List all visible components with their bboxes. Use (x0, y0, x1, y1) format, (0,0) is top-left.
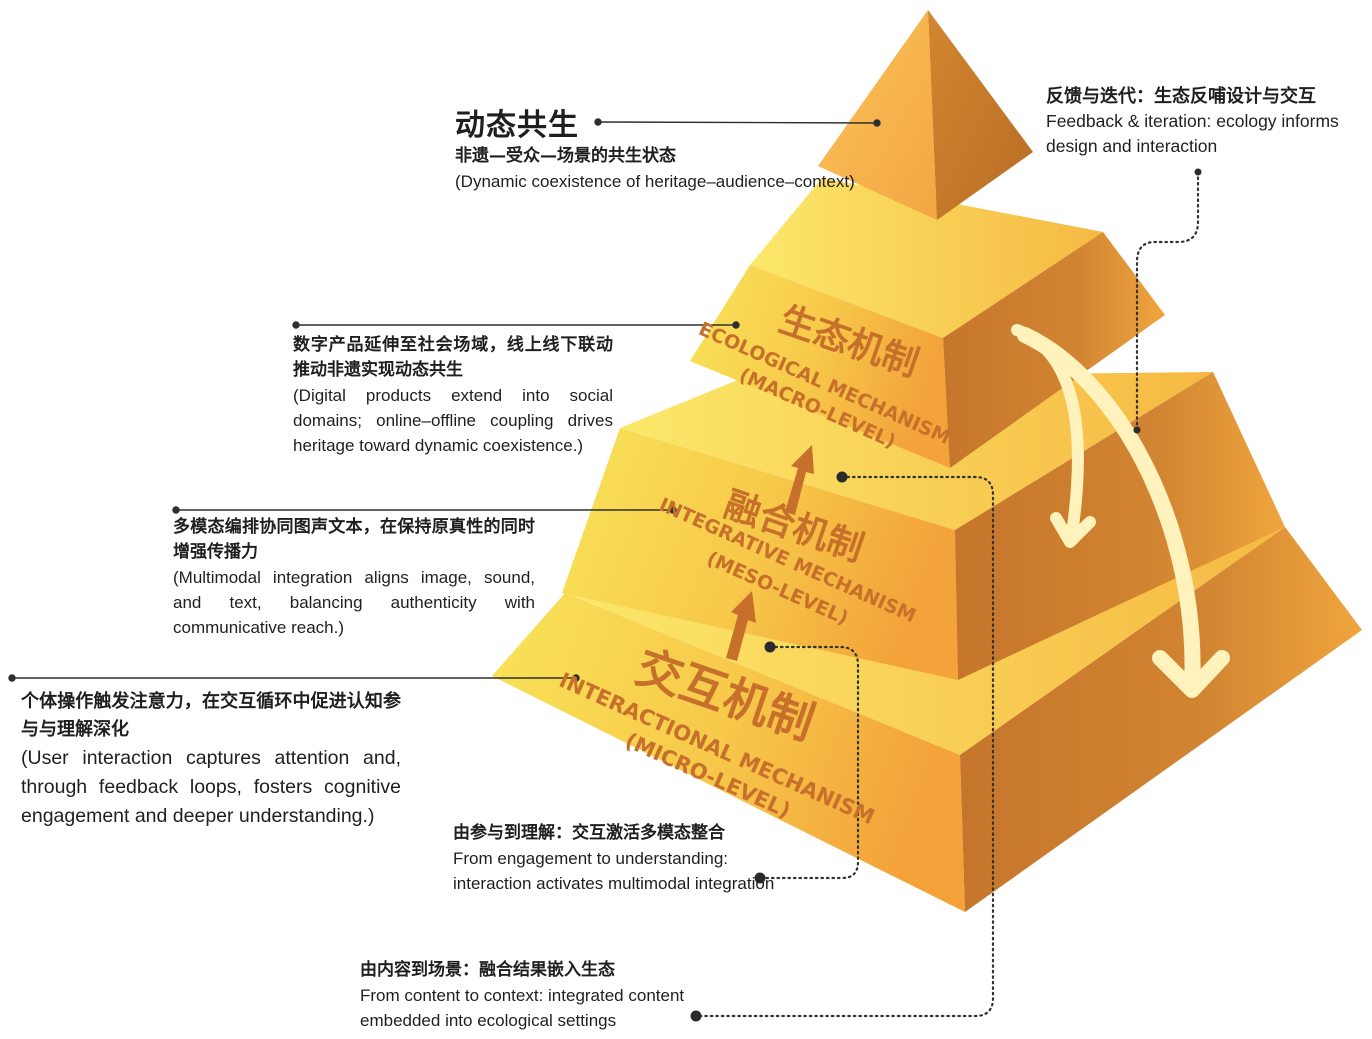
apex-annotation: 动态共生 非遗—受众—场景的共生状态 (Dynamic coexistence … (455, 100, 955, 194)
engagement-transition: 由参与到理解：交互激活多模态整合 From engagement to unde… (453, 821, 783, 896)
arrow-up-micro-to-meso (726, 591, 756, 661)
feedback-text-en: Feedback & iteration: ecology informs de… (1046, 111, 1339, 156)
arrow-up-meso-to-macro (785, 445, 814, 515)
content-text-en: From content to context: integrated cont… (360, 986, 685, 1030)
connector-feedback (1135, 170, 1200, 432)
tier-integrative-side (955, 372, 1285, 680)
tier-interactional-side (960, 527, 1362, 912)
connector-engagement (760, 645, 860, 880)
ecological-desc-en: (Digital products extend into social dom… (293, 386, 613, 455)
connector-endpoints (690, 168, 1202, 1022)
tier-ecological-front (690, 265, 950, 468)
interactional-description: 个体操作触发注意力，在交互循环中促进认知参与与理解深化 (User intera… (21, 688, 401, 831)
engagement-text-en: From engagement to understanding: intera… (453, 849, 775, 893)
feedback-arrow-long (1017, 327, 1201, 696)
integrative-description: 多模态编排协同图声文本，在保持原真性的同时增强传播力 (Multimodal i… (173, 515, 535, 640)
interactional-desc-en: (User interaction captures attention and… (21, 747, 401, 827)
ecological-desc-cn: 数字产品延伸至社会场域，线上线下联动推动非遗实现动态共生 (293, 335, 613, 380)
integrative-desc-cn: 多模态编排协同图声文本，在保持原真性的同时增强传播力 (173, 517, 535, 562)
leader-lines (8, 118, 881, 682)
apex-subtitle-en: (Dynamic coexistence of heritage–audienc… (455, 172, 855, 191)
connector-content (694, 475, 995, 1018)
dotted-connectors (694, 170, 1200, 1018)
integrative-desc-en: (Multimodal integration aligns image, so… (173, 568, 535, 637)
apex-front-face (818, 10, 937, 220)
apex-title: 动态共生 (455, 108, 579, 143)
apex-pyramid (818, 10, 1033, 220)
ecological-description: 数字产品延伸至社会场域，线上线下联动推动非遗实现动态共生 (Digital pr… (293, 333, 613, 458)
content-transition: 由内容到场景：融合结果嵌入生态 From content to context:… (360, 958, 755, 1033)
apex-subtitle-cn: 非遗—受众—场景的共生状态 (455, 146, 676, 166)
feedback-annotation: 反馈与迭代：生态反哺设计与交互 Feedback & iteration: ec… (1046, 84, 1364, 159)
tier-ecological-top (750, 178, 1103, 338)
feedback-arrows (1011, 324, 1230, 698)
feedback-arrow-short-head (1050, 512, 1096, 548)
content-title-cn: 由内容到场景：融合结果嵌入生态 (360, 960, 615, 980)
tier-integrative-front (562, 428, 958, 680)
apex-side-face (928, 10, 1033, 220)
engagement-title-cn: 由参与到理解：交互激活多模态整合 (453, 823, 725, 843)
feedback-title-cn: 反馈与迭代：生态反哺设计与交互 (1046, 86, 1316, 107)
interactional-desc-cn: 个体操作触发注意力，在交互循环中促进认知参与与理解深化 (21, 691, 401, 740)
tier-interactional-front (492, 593, 965, 912)
feedback-arrow-long-head (1152, 650, 1230, 698)
